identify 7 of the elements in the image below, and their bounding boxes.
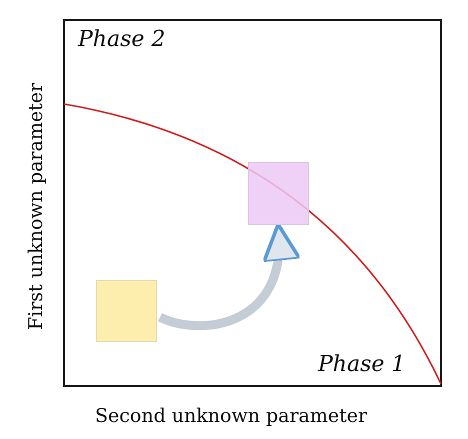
square-marker	[96, 280, 157, 342]
phase-label: Phase 2	[78, 29, 166, 51]
x-axis-label: Second unknown parameter	[95, 407, 368, 426]
y-axis-label: First unknown parameter	[26, 82, 46, 330]
curved-arrow	[158, 222, 300, 330]
phase-label: Phase 1	[318, 354, 406, 376]
square-marker	[248, 162, 309, 225]
